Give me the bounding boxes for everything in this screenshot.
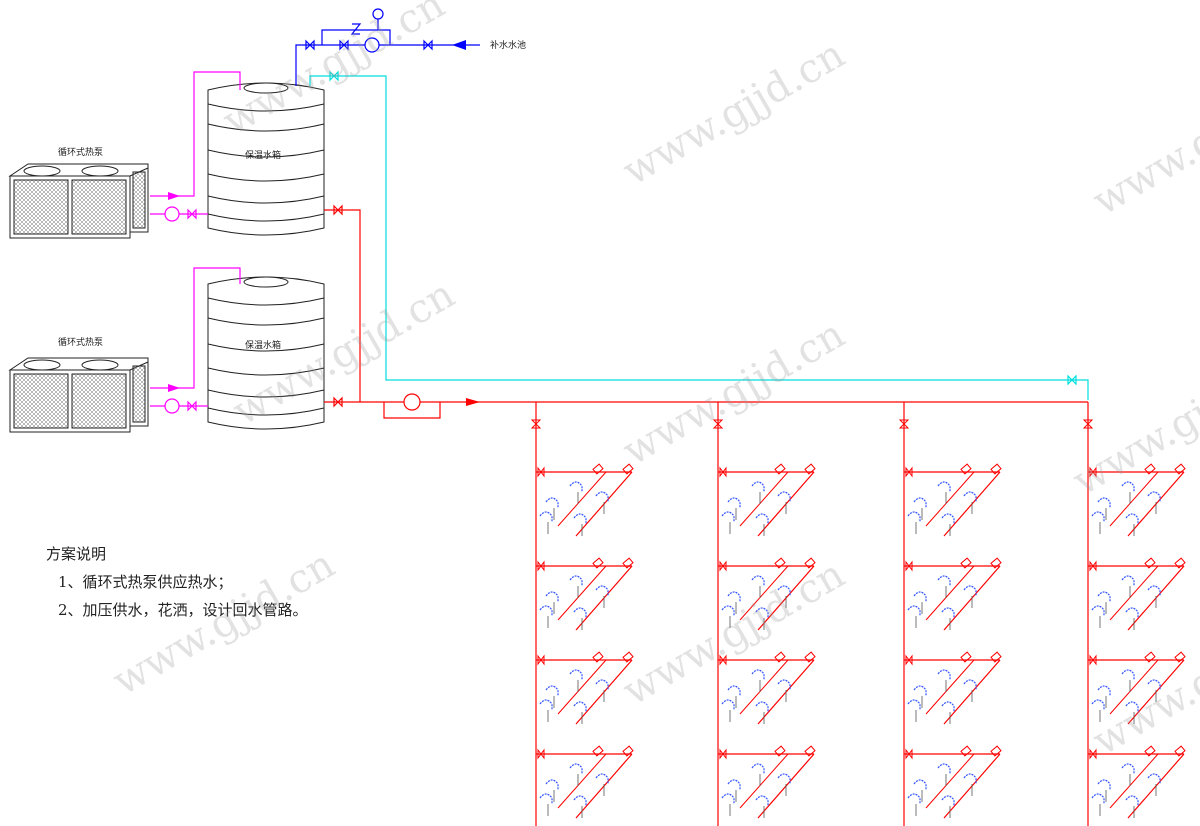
tank-1-label: 保温水箱 (245, 149, 281, 161)
hp2-flow-arrow (168, 384, 180, 392)
makeup-inlet-arrow (452, 40, 466, 50)
floor-branch (718, 557, 816, 631)
riser-2 (712, 402, 816, 826)
floor-branch (1088, 463, 1186, 537)
heat-pump-1: 循环式热泵 (8, 146, 149, 239)
riser-3 (898, 402, 1002, 826)
notes-title: 方案说明 (46, 545, 107, 563)
makeup-water-line (295, 8, 480, 86)
floor-branch (536, 463, 634, 537)
heat-pump-2-label: 循环式热泵 (58, 336, 103, 348)
tank-2-label: 保温水箱 (245, 339, 281, 351)
risers (530, 402, 1186, 826)
note-item-2: 2、加压供水，花洒，设计回水管路。 (58, 601, 308, 619)
floor-branch (536, 651, 634, 725)
hp1-flow-arrow (168, 192, 180, 200)
floor-branch (1088, 651, 1186, 725)
floor-branch (904, 463, 1002, 537)
floor-branch (1088, 745, 1186, 819)
floor-branch (718, 463, 816, 537)
riser-1 (530, 402, 634, 826)
floor-branch (536, 745, 634, 819)
storage-tank-1: 保温水箱 (207, 82, 325, 236)
makeup-water-label: 补水水池 (490, 39, 526, 51)
floor-branch (904, 651, 1002, 725)
note-item-1: 1、循环式热泵供应热水； (58, 573, 233, 591)
supply-flow-arrow (466, 398, 480, 406)
return-line (309, 70, 1089, 400)
storage-tank-2: 保温水箱 (207, 276, 325, 430)
riser-4 (1082, 402, 1186, 826)
floor-branch (904, 745, 1002, 819)
hot-supply-main (324, 204, 1088, 419)
heat-pump-1-label: 循环式热泵 (58, 146, 103, 158)
floor-branch (718, 745, 816, 819)
floor-branch (1088, 557, 1186, 631)
floor-branch (536, 557, 634, 631)
floor-branch (904, 557, 1002, 631)
design-notes: 方案说明 1、循环式热泵供应热水； 2、加压供水，花洒，设计回水管路。 (46, 540, 308, 624)
floor-branch (718, 651, 816, 725)
heat-pump-2: 循环式热泵 (8, 336, 149, 433)
